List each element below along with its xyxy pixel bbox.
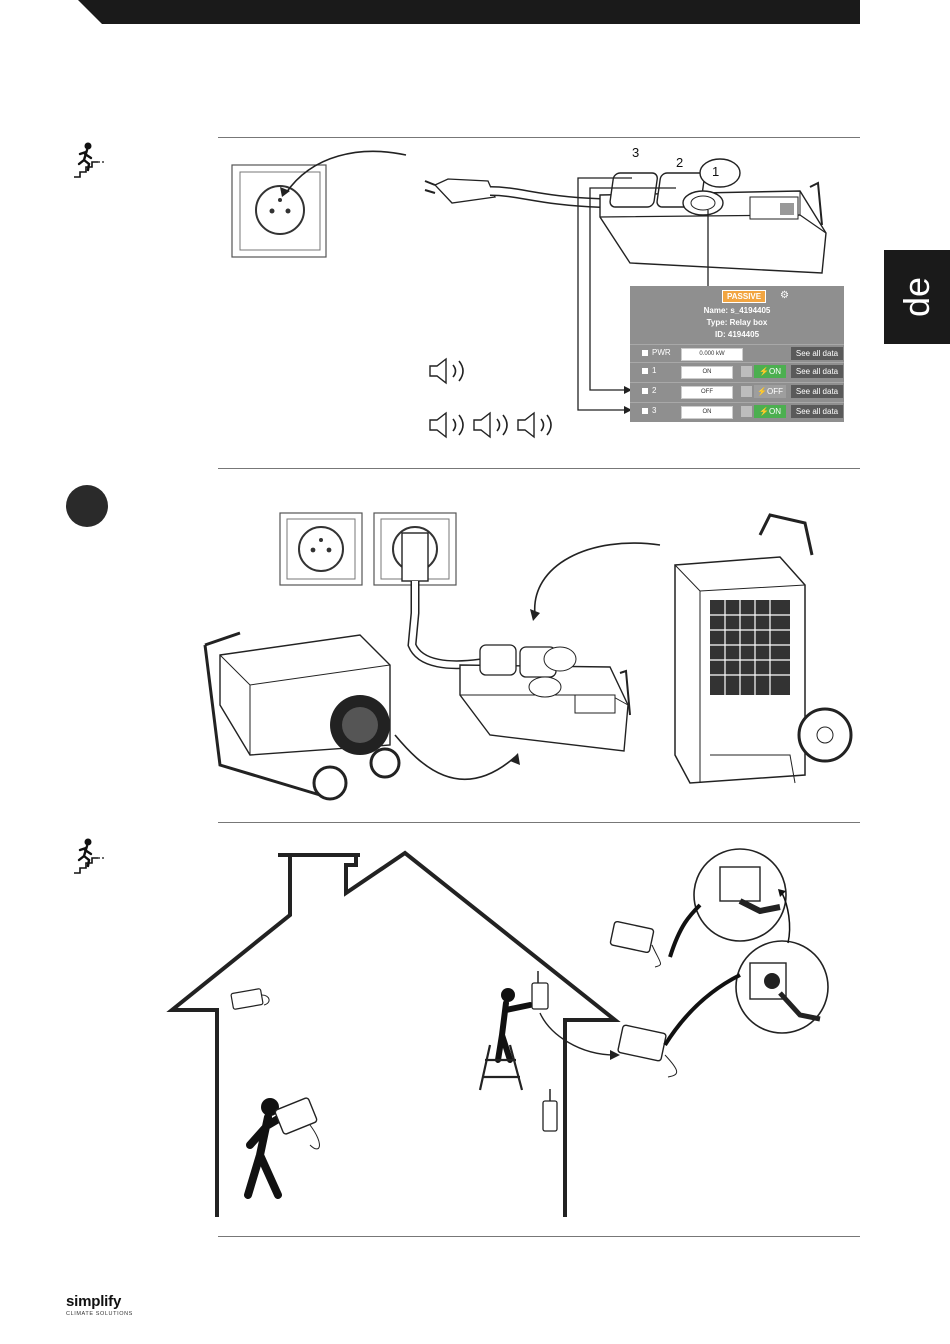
socket-state: OFF: [681, 386, 733, 399]
speaker-icon: [428, 410, 564, 440]
house-sensor-placement-illustration: [160, 845, 860, 1225]
socket-state: ON: [681, 366, 733, 379]
logo-name: simplify: [66, 1293, 133, 1310]
on-button[interactable]: ⚡ON: [754, 405, 786, 418]
toggle-handle[interactable]: [741, 386, 752, 397]
logo-tagline: CLIMATE SOLUTIONS: [66, 1311, 133, 1317]
section-divider: [218, 137, 860, 138]
button-label: ON: [769, 407, 781, 416]
step-marker: [66, 485, 108, 527]
speaker-icon: [428, 356, 472, 386]
panel-row-2: 2 OFF ⚡OFF See all data: [630, 382, 844, 401]
section-divider: [218, 468, 860, 469]
callout-number: 3: [632, 145, 639, 160]
row-label: PWR: [652, 348, 671, 357]
bolt-icon: ⚡: [759, 367, 769, 376]
stairs-climber-icon: [72, 142, 112, 180]
row-label: 2: [652, 386, 656, 395]
button-label: OFF: [767, 387, 783, 396]
row-checkbox[interactable]: [642, 368, 648, 374]
relay-box-panel: PASSIVE ⚙ Name: s_4194405 Type: Relay bo…: [630, 286, 844, 422]
appliance-connection-illustration: [190, 495, 860, 815]
off-button[interactable]: ⚡OFF: [754, 385, 786, 398]
toggle-handle[interactable]: [741, 406, 752, 417]
row-checkbox[interactable]: [642, 388, 648, 394]
status-badge: PASSIVE: [722, 290, 766, 303]
see-all-data-link[interactable]: See all data: [791, 385, 843, 398]
row-checkbox[interactable]: [642, 350, 648, 356]
row-label: 1: [652, 366, 656, 375]
language-tab-label: de: [896, 277, 938, 317]
device-name: Name: s_4194405: [630, 306, 844, 315]
callout-number: 2: [676, 155, 683, 170]
section-divider: [218, 822, 860, 823]
on-button[interactable]: ⚡ON: [754, 365, 786, 378]
language-tab[interactable]: de: [884, 250, 950, 344]
bolt-icon: ⚡: [759, 407, 769, 416]
button-label: ON: [769, 367, 781, 376]
gear-icon[interactable]: ⚙: [780, 290, 789, 301]
row-label: 3: [652, 406, 656, 415]
see-all-data-link[interactable]: See all data: [791, 347, 843, 360]
power-value: 0.000 kW: [681, 348, 743, 361]
brand-logo: simplify CLIMATE SOLUTIONS: [66, 1293, 133, 1317]
toggle-handle[interactable]: [741, 366, 752, 377]
socket-state: ON: [681, 406, 733, 419]
section-divider: [218, 1236, 860, 1237]
panel-header: PASSIVE ⚙ Name: s_4194405 Type: Relay bo…: [630, 286, 844, 344]
stairs-climber-icon: [72, 838, 112, 876]
panel-row-3: 3 ON ⚡ON See all data: [630, 402, 844, 421]
header-bar: [0, 0, 950, 26]
device-id: ID: 4194405: [630, 330, 844, 339]
panel-row-pwr: PWR 0.000 kW See all data: [630, 344, 844, 363]
see-all-data-link[interactable]: See all data: [791, 365, 843, 378]
device-type: Type: Relay box: [630, 318, 844, 327]
see-all-data-link[interactable]: See all data: [791, 405, 843, 418]
row-checkbox[interactable]: [642, 408, 648, 414]
bolt-icon: ⚡: [757, 387, 767, 396]
panel-row-1: 1 ON ⚡ON See all data: [630, 362, 844, 381]
